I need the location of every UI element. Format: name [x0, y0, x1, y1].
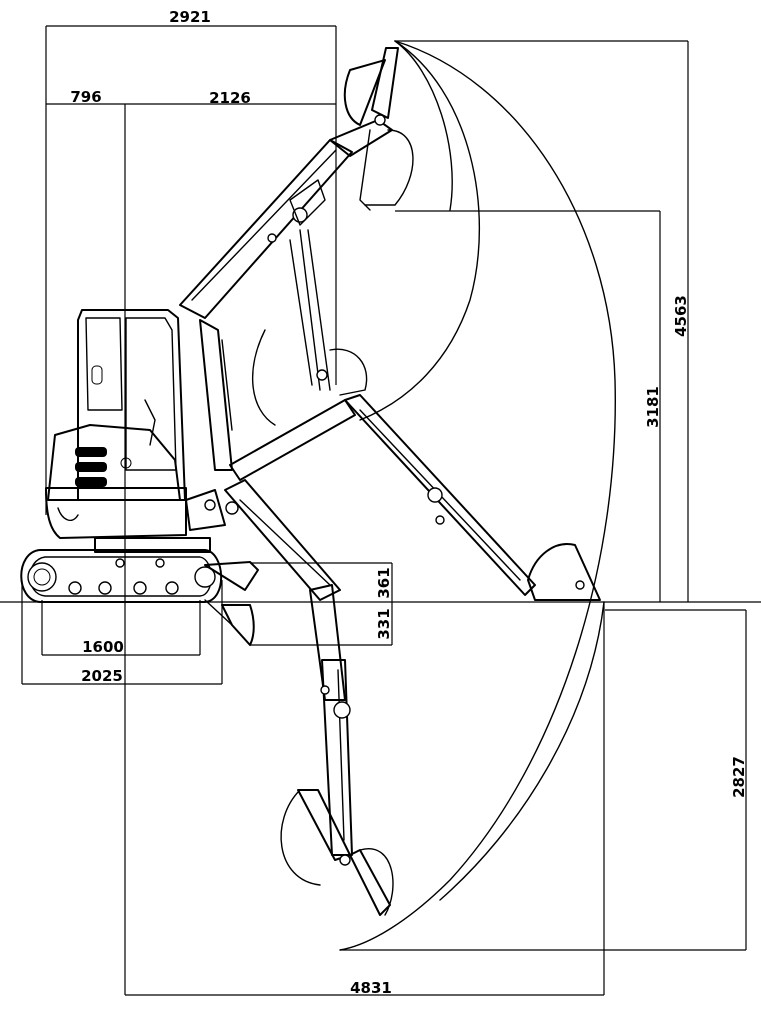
label-361: 361 [375, 567, 393, 598]
working-range-envelope [252, 40, 616, 951]
label-4831: 4831 [350, 979, 392, 997]
label-3181: 3181 [644, 386, 662, 428]
dozer-arm [204, 561, 259, 591]
label-796: 796 [70, 88, 101, 106]
excavator-machine [20, 309, 259, 646]
dozer-blade [221, 604, 255, 646]
boom-position-deep [224, 479, 394, 916]
label-2126: 2126 [209, 89, 251, 107]
label-2921: 2921 [169, 8, 211, 26]
boom-position-high [179, 47, 414, 396]
dimension-lines [0, 25, 761, 996]
dimension-labels: 2921 796 2126 1600 2025 361 331 3181 456… [70, 8, 748, 997]
engine-hood [47, 424, 181, 501]
upper-frame [45, 487, 187, 539]
track-assembly [20, 549, 223, 603]
label-4563: 4563 [672, 295, 690, 337]
label-1600: 1600 [82, 638, 124, 656]
boom-position-mid [199, 319, 601, 601]
label-331: 331 [375, 608, 393, 639]
label-2827: 2827 [730, 756, 748, 798]
label-2025: 2025 [81, 667, 123, 685]
